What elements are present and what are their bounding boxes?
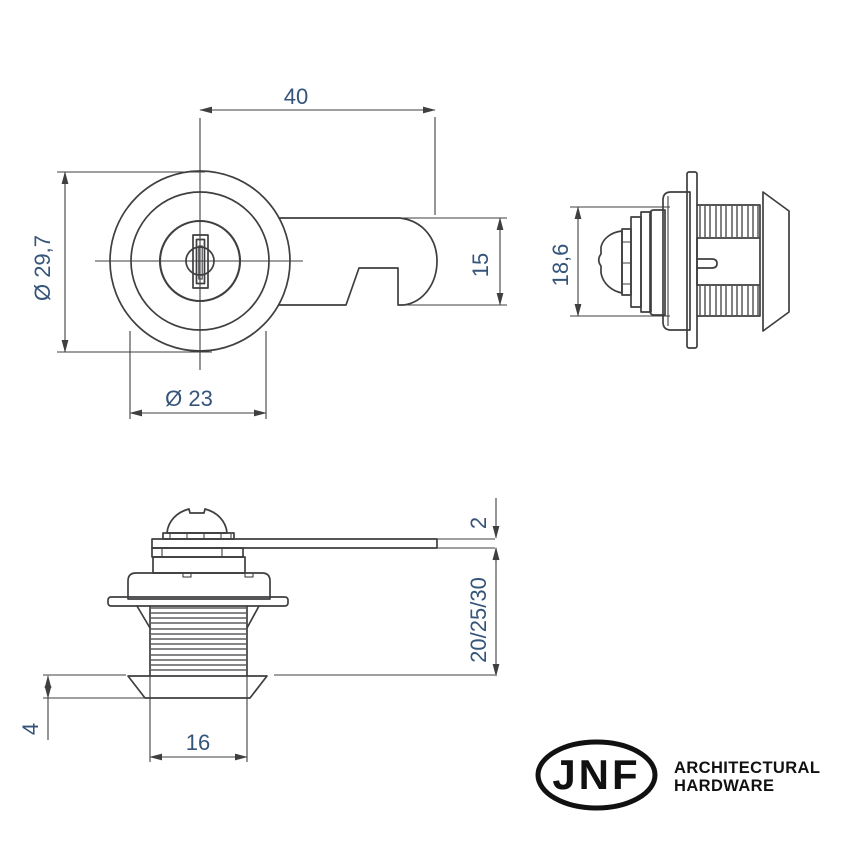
dim-text-cam-thickness: 2 bbox=[466, 517, 491, 529]
logo-brand-text: JNF bbox=[552, 751, 640, 798]
barrel-edges bbox=[149, 605, 248, 677]
logo-ellipse bbox=[535, 739, 658, 811]
washer-dividers bbox=[161, 548, 223, 557]
key-slot-outer bbox=[192, 234, 209, 289]
follower-base-ticks bbox=[169, 534, 232, 538]
cylinder-nose bbox=[597, 230, 623, 294]
dim-text-grip-lengths: 20/25/30 bbox=[466, 577, 491, 663]
ext-lines-15 bbox=[402, 217, 507, 306]
keyway-boss-circle bbox=[185, 246, 215, 276]
ext-lines-23 bbox=[129, 331, 267, 419]
collar-tab-right bbox=[244, 572, 254, 578]
cam-arm-edge bbox=[151, 538, 438, 549]
cylinder-step-2 bbox=[630, 216, 642, 308]
collar bbox=[127, 572, 271, 600]
key-slot-inner bbox=[195, 238, 206, 285]
keyway-slit bbox=[198, 245, 203, 280]
follower-base-plate bbox=[162, 532, 235, 540]
cam-follower-tab bbox=[696, 258, 718, 269]
section-view bbox=[43, 498, 500, 762]
cylinder-step-ticks bbox=[622, 241, 631, 285]
side-view bbox=[570, 171, 790, 349]
ext-lines-29-7 bbox=[57, 171, 212, 353]
cylinder-step-1 bbox=[621, 228, 632, 296]
cylinder-housing-circle bbox=[130, 191, 270, 331]
dim-text-nut-height: 4 bbox=[18, 723, 43, 735]
mounting-flange bbox=[107, 596, 289, 607]
dim-text-body-height: 18,6 bbox=[548, 244, 573, 287]
front-view bbox=[57, 106, 507, 419]
plug-face-circle bbox=[158, 219, 242, 303]
dim-text-cam-height: 15 bbox=[468, 253, 493, 277]
cam-arm-outline bbox=[278, 217, 438, 306]
cylinder-step-3 bbox=[640, 211, 652, 313]
dim-text-cylinder-diameter: Ø 23 bbox=[165, 386, 213, 411]
logo-tagline-line1: ARCHITECTURAL bbox=[674, 759, 820, 777]
logo-tagline-line2: HARDWARE bbox=[674, 777, 774, 795]
dim-text-thread-diameter: 16 bbox=[186, 730, 210, 755]
ext-lines-16 bbox=[149, 676, 248, 762]
thread-ribs-top bbox=[699, 206, 759, 237]
follower-dome bbox=[166, 508, 228, 534]
outer-body-circle bbox=[109, 170, 291, 352]
housing-main-block bbox=[662, 191, 691, 331]
flared-head bbox=[762, 191, 790, 332]
washer-strip bbox=[151, 547, 244, 558]
body-block bbox=[152, 556, 246, 574]
ext-lines-cam-thickness bbox=[437, 538, 495, 549]
thread-barrel-outline bbox=[696, 204, 761, 317]
collar-tab-left bbox=[182, 572, 192, 578]
thread-ribs-bottom bbox=[699, 286, 759, 315]
ext-lines-18-6 bbox=[570, 206, 670, 317]
housing-rear-block bbox=[649, 209, 666, 316]
brand-logo: JNF ARCHITECTURAL HARDWARE bbox=[535, 739, 820, 811]
cam-plate-edge bbox=[686, 171, 698, 349]
dim-text-body-diameter: Ø 29,7 bbox=[30, 235, 55, 301]
mounting-nut bbox=[127, 675, 268, 699]
neck-cone bbox=[136, 605, 260, 629]
barrel-thread-ribs bbox=[151, 607, 246, 671]
dim-text-arm-length: 40 bbox=[284, 84, 308, 109]
